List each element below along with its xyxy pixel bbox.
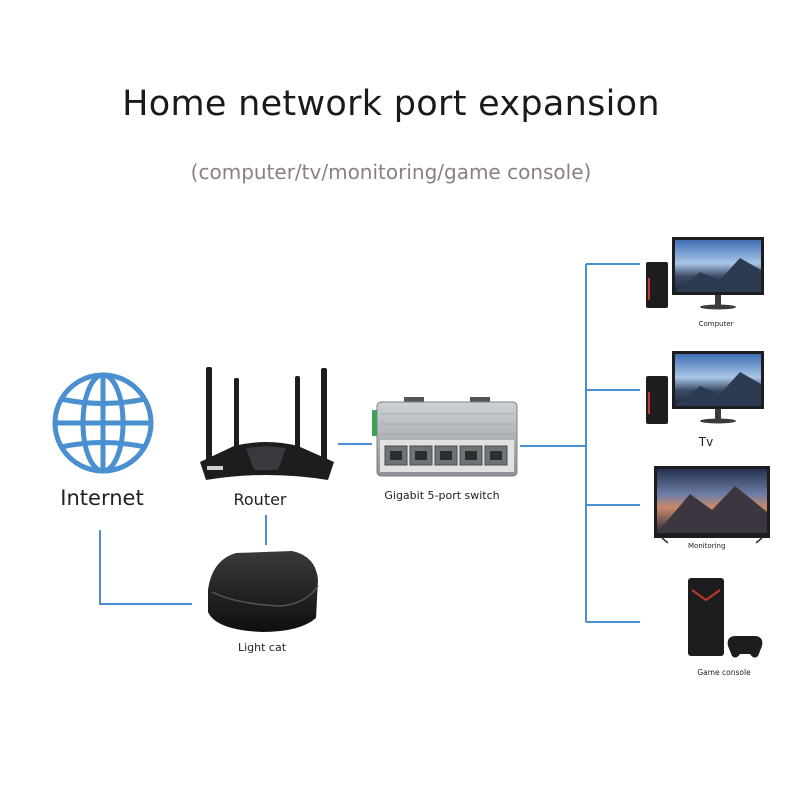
connector-internet-to-lightcat [99,530,192,605]
router-label: Router [233,490,287,509]
globe-icon [52,372,154,474]
page-title: Home network port expansion [122,84,660,124]
game-console-icon [688,578,763,658]
tv-icon [646,351,764,424]
monitoring-icon [654,466,770,544]
page-subtitle: (computer/tv/monitoring/game console) [190,160,592,184]
connector-lines [99,263,640,623]
game-console-label: Game console [697,668,751,677]
computer-label: Computer [698,320,734,328]
tv-label: Tv [698,435,714,449]
switch-icon [372,397,518,477]
switch-label: Gigabit 5-port switch [384,489,500,502]
light-cat-icon [208,551,319,632]
computer-icon [646,237,764,310]
router-icon [200,367,334,480]
monitoring-label: Monitoring [688,542,726,550]
internet-label: Internet [60,486,144,510]
light-cat-label: Light cat [237,641,287,654]
